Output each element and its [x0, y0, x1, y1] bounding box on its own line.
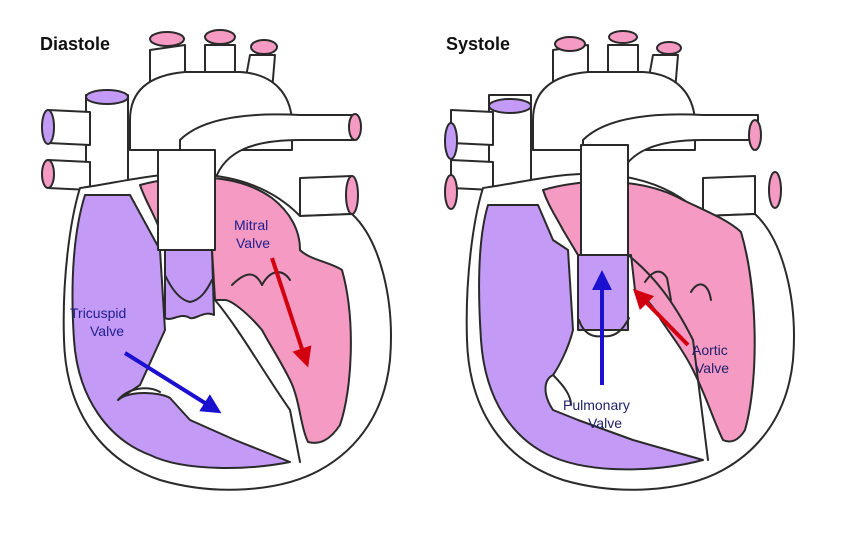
vessel-end: [41, 159, 55, 189]
red-arrow: [270, 257, 312, 368]
diastole-heart: [41, 29, 392, 491]
vessel-end: [554, 36, 586, 52]
systole-title: Systole: [446, 34, 510, 54]
mitral-label-line2: Valve: [236, 235, 270, 251]
tricuspid-label-line2: Valve: [90, 323, 124, 339]
vessel-end: [149, 31, 185, 47]
pulmonary-label-line1: Pulmonary: [563, 397, 630, 413]
systole-diagram: Systole Pulmon: [444, 30, 795, 491]
blue-arrow: [123, 351, 222, 414]
vessel-end: [768, 171, 782, 209]
vessel-end: [656, 41, 682, 55]
aortic-label-line2: Valve: [695, 360, 729, 376]
mitral-label-line1: Mitral: [234, 217, 268, 233]
diastole-title: Diastole: [40, 34, 110, 54]
vessel-end: [444, 174, 458, 210]
tricuspid-label-line1: Tricuspid: [70, 305, 126, 321]
right-heart-chambers: [478, 204, 704, 471]
vessel-end: [444, 122, 458, 160]
vena-cava-end: [85, 89, 129, 105]
pulmonary-label-line2: Valve: [588, 415, 622, 431]
aortic-label-line1: Aortic: [692, 342, 728, 358]
vessel-end: [348, 113, 362, 141]
diastole-diagram: Diastole: [40, 29, 392, 491]
systole-heart: [444, 30, 795, 491]
right-heart-chambers: [71, 194, 291, 469]
red-arrow: [633, 288, 690, 347]
vessel-end: [608, 30, 638, 44]
vessel-end: [41, 109, 55, 145]
vessel-end: [204, 29, 236, 45]
vessel-end: [345, 175, 359, 215]
vena-cava-end: [488, 98, 532, 114]
vessel-end: [748, 119, 762, 151]
pulmonary-root: [164, 249, 215, 320]
vessel-end: [250, 39, 278, 55]
